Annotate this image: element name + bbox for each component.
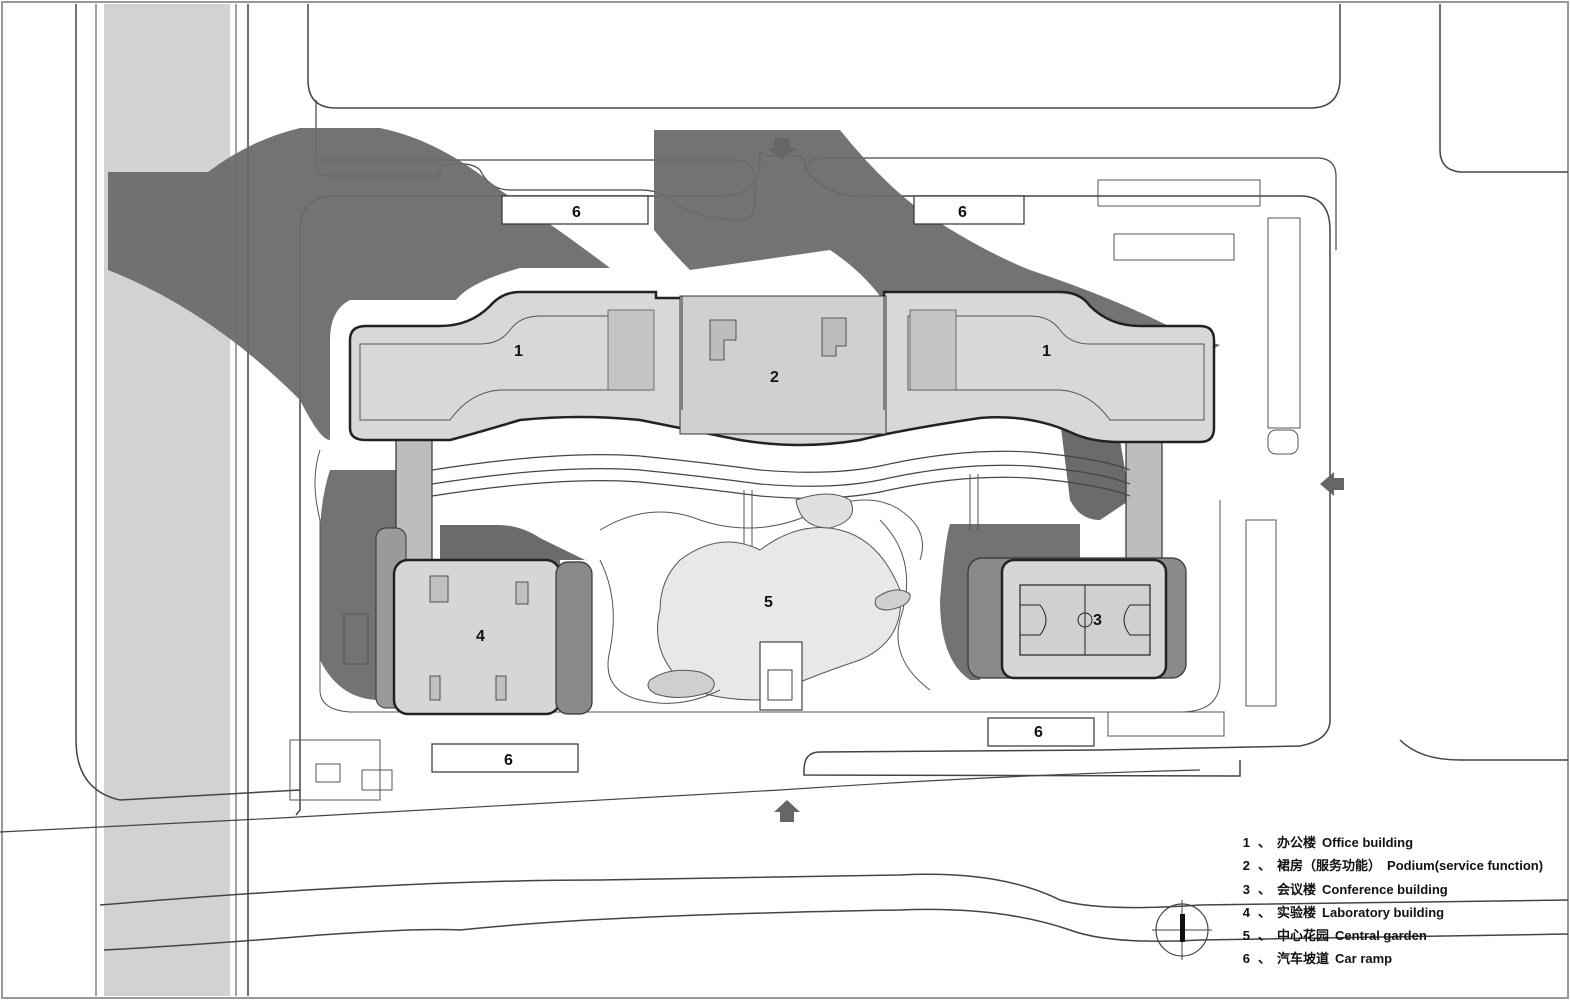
podium-block [679,295,887,435]
court-center-circle [1077,612,1093,628]
court-key [1123,604,1150,636]
central-garden-lawn [657,527,902,701]
legend-num: 1 [1242,835,1250,850]
label-office-west: 1 [514,343,523,360]
legend-english: Central garden [1335,928,1427,944]
outer-road [307,4,1341,109]
entrance-arrow-south-icon [774,800,800,822]
parking-stalls [1097,179,1301,737]
legend-separator: 、 [1258,881,1272,897]
lab-building-wing [555,561,593,715]
podium-core [709,317,847,361]
label-ramp-north-west: 6 [572,204,581,221]
car-ramp [501,195,649,225]
lab-roof-unit [429,575,449,603]
legend-item-podium: 2 、裙房（服务功能） Podium(service function) [1240,854,1560,877]
garden-road [431,476,1131,499]
legend-chinese: 中心花园 [1277,928,1330,944]
legend-chinese: 会议楼 [1277,881,1317,897]
legend-separator: 、 [1258,928,1272,944]
lab-roof-unit [515,581,529,605]
legend-item-garden: 5 、中心花园 Central garden [1240,924,1560,947]
legend-chinese: 汽车坡道 [1277,951,1330,967]
outer-road [1399,739,1568,761]
garden-path [599,559,721,704]
office-west-atrium [607,309,655,391]
legend-separator: 、 [1258,835,1272,850]
entrance-arrow-north-icon [768,138,796,160]
label-ramp-south-west: 6 [504,752,513,769]
garden-pond [795,493,853,529]
shadow-west [108,128,610,440]
shadow-lab-top [440,525,585,560]
label-laboratory: 4 [476,628,485,645]
court-key [1020,604,1047,636]
legend-num: 6 [1242,951,1250,967]
garden-pavilion-inner [767,669,793,701]
legend-item-conference: 3 、会议楼 Conference building [1240,878,1560,901]
garden-path [879,519,931,691]
office-east-inner [907,315,1205,421]
office-west-inner [359,315,651,421]
garden-pond [874,589,911,611]
legend-item-office: 1 、办公楼 Office building [1240,831,1560,854]
legend-english: Car ramp [1335,951,1393,967]
legend-separator: 、 [1258,904,1272,920]
label-conference: 3 [1093,612,1102,629]
outer-road [75,4,301,801]
gatehouse [289,613,393,801]
lab-roof-unit [429,675,441,701]
outer-road [103,908,1569,951]
garden-pavilion [759,641,803,711]
label-ramp-south-east: 6 [1034,724,1043,741]
car-ramp [987,717,1095,747]
car-ramp [431,743,579,773]
car-ramp [913,195,1025,225]
office-east-atrium [909,309,957,391]
legend-chinese: 实验楼 [1277,904,1317,920]
legend-chinese: 办公楼 [1277,835,1317,850]
legend-english: Office building [1322,835,1414,850]
legend-separator: 、 [1258,951,1272,967]
legend-item-laboratory: 4 、实验楼 Laboratory building [1240,901,1560,924]
legend-num: 5 [1242,928,1250,944]
shadow-east [1060,420,1130,520]
site-boundary [295,270,301,816]
garden-road [431,450,1131,473]
legend-item-car-ramp: 6 、汽车坡道 Car ramp [1240,947,1560,970]
outer-road [1439,4,1568,173]
label-office-east: 1 [1042,343,1051,360]
legend-english: Podium(service function) [1387,858,1544,874]
outer-road [0,769,1201,833]
north-arrow-icon [1152,900,1212,960]
corridor-east [1125,429,1163,561]
legend-separator: 、 [1258,858,1272,874]
entrance-arrow-east-icon [1320,472,1344,496]
label-garden: 5 [764,594,773,611]
legend-chinese: 裙房（服务功能） [1277,858,1382,874]
label-podium: 2 [770,369,779,386]
legend-num: 2 [1242,858,1250,874]
label-ramp-north-east: 6 [958,204,967,221]
legend-num: 4 [1242,904,1250,920]
garden-road [431,464,1131,487]
outer-road [99,873,1569,909]
west-street-band [104,4,230,996]
garden-pond [647,669,715,698]
lab-roof-unit [495,675,507,701]
legend-english: Conference building [1322,881,1448,897]
legend-num: 3 [1242,881,1250,897]
legend-english: Laboratory building [1322,904,1445,920]
garden-road [314,449,1221,713]
